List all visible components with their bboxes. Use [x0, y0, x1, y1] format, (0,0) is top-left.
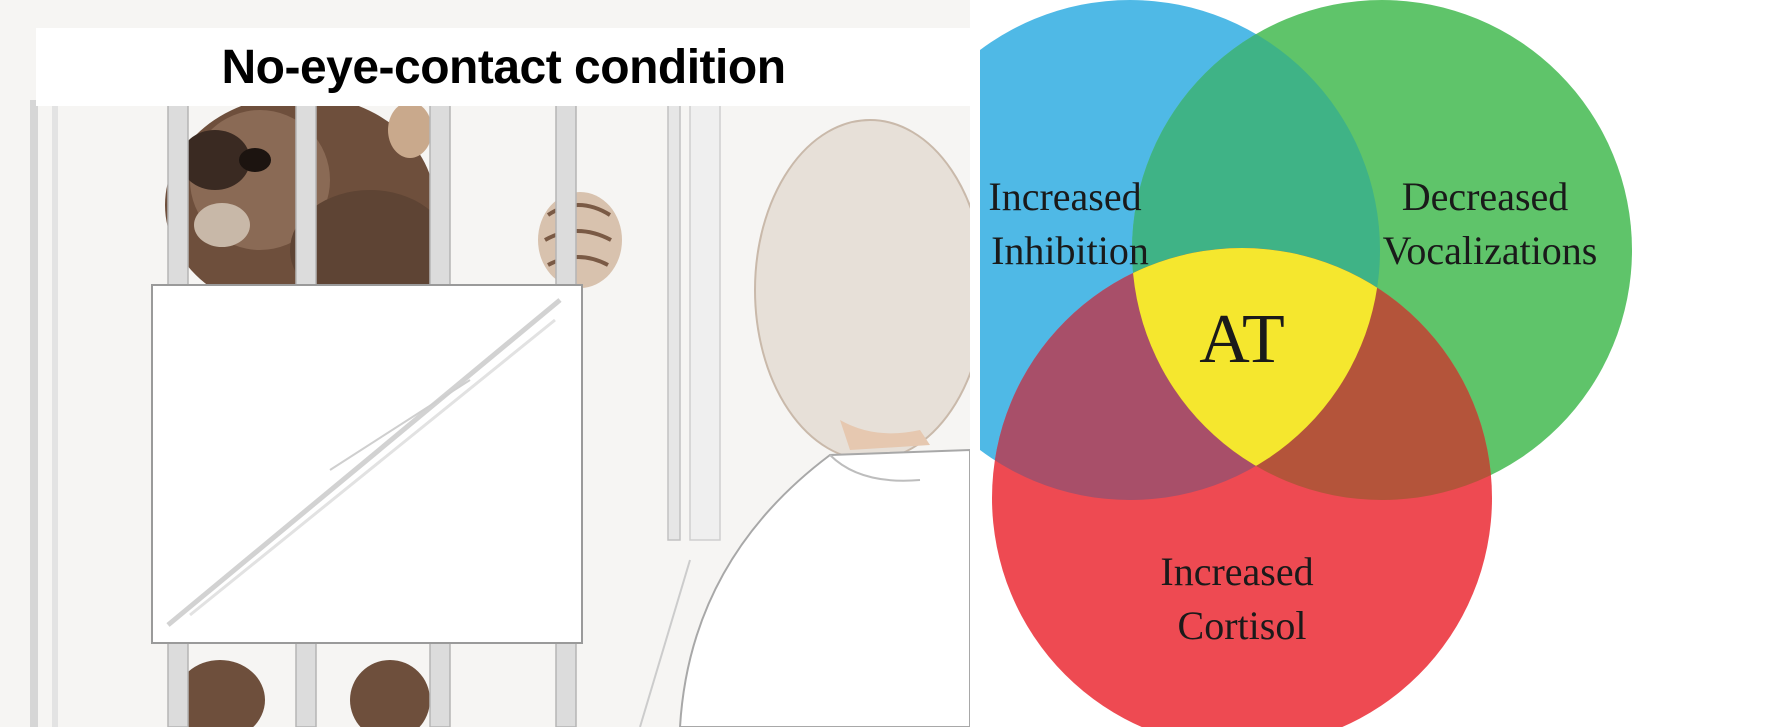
venn-panel: Increased Inhibition Decreased Vocalizat…: [980, 0, 1768, 727]
cage-frame-left: [30, 100, 38, 727]
illustration-title-box: No-eye-contact condition: [36, 28, 971, 106]
venn-label-cortisol-line2: Cortisol: [1178, 603, 1307, 648]
venn-label-vocalizations-line2: Vocalizations: [1383, 228, 1598, 273]
venn-label-inhibition-line1: Increased: [988, 174, 1141, 219]
venn-label-cortisol-line1: Increased: [1160, 549, 1313, 594]
occluding-board: [152, 285, 582, 643]
illustration-title: No-eye-contact condition: [221, 40, 785, 95]
venn-label-inhibition-line2: Inhibition: [991, 228, 1149, 273]
illustration-drawing: [0, 0, 970, 727]
venn-diagram: Increased Inhibition Decreased Vocalizat…: [980, 0, 1768, 727]
illustration-panel: No-eye-contact condition: [0, 0, 970, 727]
venn-label-vocalizations-line1: Decreased: [1402, 174, 1569, 219]
venn-center-label: AT: [1199, 301, 1285, 378]
cage-frame-inner: [52, 100, 58, 727]
